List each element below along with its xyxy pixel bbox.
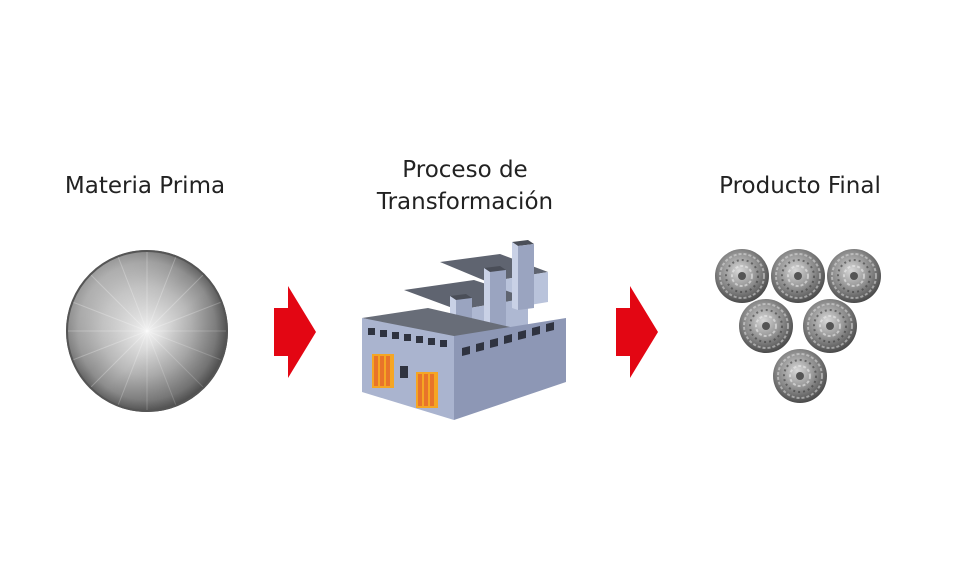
stage-label-raw-material: Materia Prima: [64, 173, 226, 199]
arrow-right-icon: [274, 286, 316, 378]
stage-label-final-product: Producto Final: [719, 173, 881, 199]
stage-label-process-line2: Transformación: [376, 189, 554, 215]
metal-disc-icon: [66, 250, 228, 412]
stage-label-process: Proceso de Transformación: [340, 154, 590, 218]
steel-scrubbers-icon: [714, 248, 882, 404]
stage-label-process-line1: Proceso de: [402, 157, 528, 183]
factory-icon: [362, 240, 566, 420]
arrow-right-icon: [616, 286, 658, 378]
